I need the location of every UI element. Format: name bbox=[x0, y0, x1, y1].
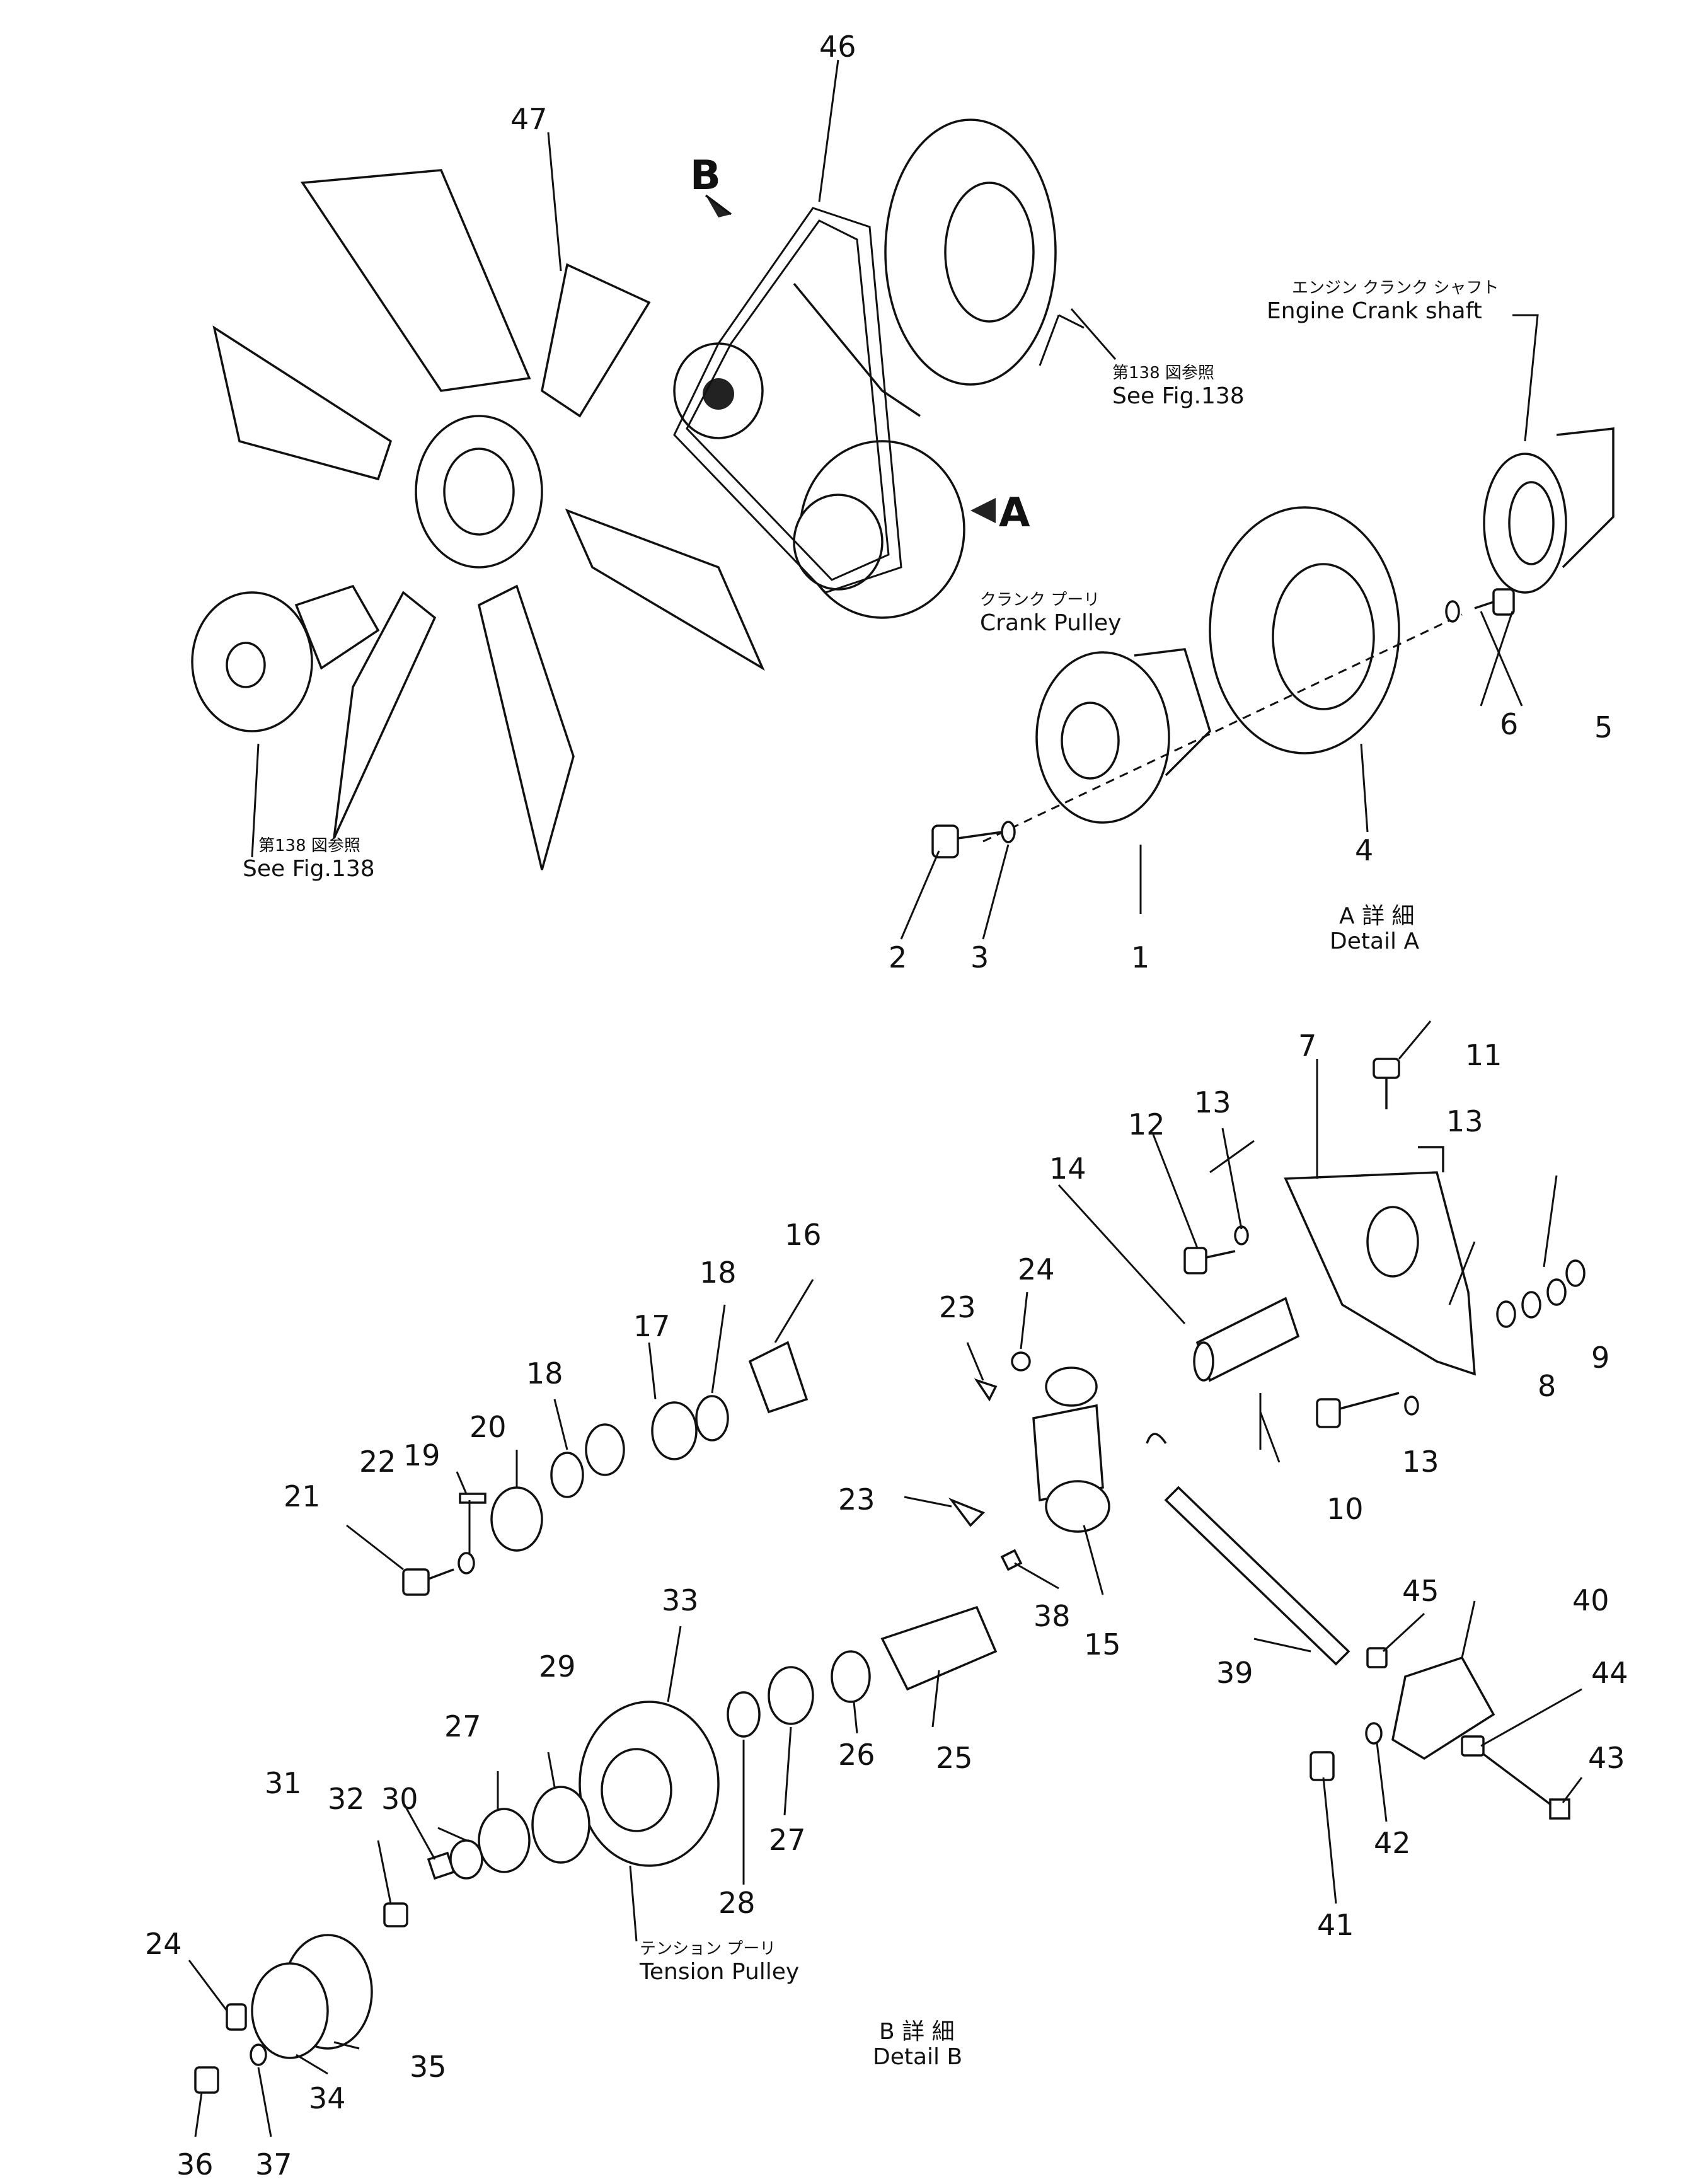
callout-lines bbox=[188, 59, 1583, 2137]
caption-fig138-left-en: See Fig.138 bbox=[243, 856, 375, 882]
part-37: 37 bbox=[255, 2147, 292, 2181]
caption-fig138-right-jp: 第138 図参照 bbox=[1112, 364, 1214, 383]
part-12: 12 bbox=[1128, 1107, 1165, 1141]
part-29: 29 bbox=[539, 1650, 576, 1684]
caption-detail-a-en: Detail A bbox=[1330, 928, 1419, 954]
part-22: 22 bbox=[359, 1445, 396, 1479]
caption-crank-pulley-jp: クランク プーリ bbox=[980, 591, 1100, 610]
part-17: 17 bbox=[633, 1309, 671, 1343]
caption-detail-b-en: Detail B bbox=[873, 2044, 962, 2070]
captions: 第138 図参照 See Fig.138 第138 図参照 See Fig.13… bbox=[243, 279, 1499, 2070]
part-18-a: 18 bbox=[699, 1256, 737, 1290]
part-5: 5 bbox=[1594, 710, 1613, 744]
part-number-labels: 47 46 1 2 3 4 5 6 7 8 9 10 11 12 13 13 1… bbox=[145, 30, 1628, 2181]
part-23-a: 23 bbox=[939, 1290, 976, 1324]
arrow-b: B bbox=[690, 153, 732, 217]
part-27-b: 27 bbox=[444, 1709, 481, 1743]
part-45: 45 bbox=[1402, 1574, 1439, 1608]
part-31: 31 bbox=[265, 1766, 302, 1800]
part-44: 44 bbox=[1591, 1656, 1628, 1690]
part-24-a: 24 bbox=[1018, 1252, 1055, 1286]
arrow-a-label: A bbox=[999, 490, 1030, 536]
part-6: 6 bbox=[1500, 707, 1518, 741]
part-39: 39 bbox=[1216, 1656, 1253, 1690]
part-15: 15 bbox=[1084, 1627, 1121, 1661]
part-47: 47 bbox=[510, 102, 548, 136]
detail-a-parts bbox=[931, 427, 1615, 858]
part-19: 19 bbox=[403, 1438, 440, 1472]
part-2: 2 bbox=[889, 940, 907, 974]
part-35: 35 bbox=[410, 2050, 447, 2084]
part-42: 42 bbox=[1374, 1826, 1411, 1860]
part-41: 41 bbox=[1317, 1908, 1354, 1942]
part-7: 7 bbox=[1298, 1029, 1316, 1063]
caption-tension-pulley-jp: テンション プーリ bbox=[640, 1939, 776, 1958]
part-30: 30 bbox=[381, 1782, 418, 1816]
caption-detail-b-jp: B 詳 細 bbox=[879, 2019, 955, 2045]
part-34: 34 bbox=[309, 2081, 346, 2115]
part-26: 26 bbox=[838, 1738, 875, 1772]
part-40: 40 bbox=[1572, 1583, 1609, 1617]
caption-crank-shaft-jp: エンジン クランク シャフト bbox=[1292, 279, 1499, 298]
arrow-b-label: B bbox=[690, 153, 721, 199]
caption-tension-pulley-en: Tension Pulley bbox=[639, 1959, 799, 1985]
part-38: 38 bbox=[1033, 1599, 1071, 1633]
part-33: 33 bbox=[662, 1583, 699, 1617]
detail-b-parts bbox=[194, 1058, 1586, 2094]
part-1: 1 bbox=[1131, 940, 1149, 974]
part-46: 46 bbox=[819, 30, 856, 64]
part-11: 11 bbox=[1465, 1038, 1502, 1072]
caption-crank-shaft-en: Engine Crank shaft bbox=[1267, 298, 1482, 324]
part-32: 32 bbox=[328, 1782, 365, 1816]
part-13-c: 13 bbox=[1402, 1445, 1439, 1479]
part-4: 4 bbox=[1355, 833, 1373, 867]
part-8: 8 bbox=[1538, 1369, 1556, 1403]
fan-assembly bbox=[191, 169, 765, 870]
part-20: 20 bbox=[469, 1410, 507, 1444]
part-9: 9 bbox=[1591, 1341, 1609, 1375]
part-14: 14 bbox=[1049, 1152, 1086, 1186]
part-18-b: 18 bbox=[526, 1356, 563, 1390]
part-3: 3 bbox=[970, 940, 989, 974]
part-24-b: 24 bbox=[145, 1927, 182, 1961]
part-16: 16 bbox=[785, 1218, 822, 1252]
arrow-a: A bbox=[970, 490, 1030, 536]
belt-drive-assembly bbox=[673, 118, 1057, 619]
part-23-b: 23 bbox=[838, 1482, 875, 1517]
part-27-a: 27 bbox=[769, 1823, 806, 1857]
part-25: 25 bbox=[936, 1741, 973, 1775]
caption-fig138-left-jp: 第138 図参照 bbox=[258, 836, 360, 855]
part-10: 10 bbox=[1327, 1492, 1364, 1526]
part-36: 36 bbox=[176, 2147, 214, 2181]
caption-fig138-right-en: See Fig.138 bbox=[1112, 383, 1245, 409]
part-13-a: 13 bbox=[1194, 1085, 1231, 1119]
part-43: 43 bbox=[1588, 1741, 1625, 1775]
caption-crank-pulley-en: Crank Pulley bbox=[980, 610, 1121, 636]
caption-detail-a-jp: A 詳 細 bbox=[1339, 903, 1415, 929]
part-28: 28 bbox=[718, 1886, 756, 1920]
part-21: 21 bbox=[284, 1479, 321, 1513]
part-13-b: 13 bbox=[1446, 1104, 1483, 1138]
